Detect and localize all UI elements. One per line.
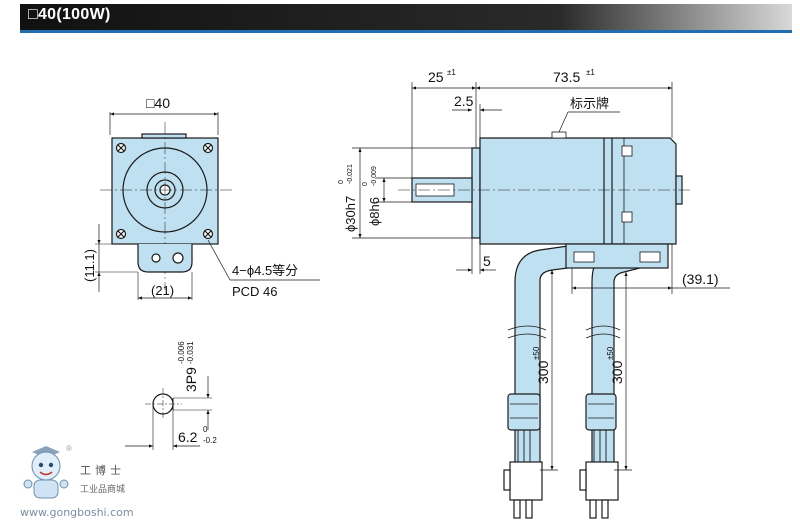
- svg-text:-0.031: -0.031: [186, 341, 195, 364]
- svg-text:-0.006: -0.006: [177, 341, 186, 364]
- cable-len-label-1: 300 ±50: [532, 346, 551, 384]
- svg-text:3P9: 3P9: [183, 367, 199, 392]
- dim-39-label: (39.1): [682, 271, 719, 287]
- holes-label: 4−ϕ4.5等分: [232, 263, 298, 278]
- svg-text:-0.009: -0.009: [371, 166, 378, 186]
- svg-text:ϕ30h7: ϕ30h7: [343, 196, 358, 232]
- width-tol-lower: -0.2: [203, 436, 217, 445]
- nameplate-label: 标示牌: [570, 96, 609, 111]
- svg-text:±50: ±50: [532, 346, 541, 360]
- dim-2-5-label: 2.5: [454, 93, 474, 109]
- width-label: 6.2: [178, 429, 198, 445]
- cables: [507, 245, 641, 471]
- cable-len-label-2: 300 ±50: [606, 346, 625, 384]
- mounting-holes: [115, 142, 214, 240]
- dim-25-label: 25: [428, 69, 444, 85]
- svg-text:-0.021: -0.021: [347, 164, 354, 184]
- nameplate: [551, 131, 567, 139]
- cable-connectors: [503, 461, 619, 519]
- mascot-icon: [23, 446, 69, 499]
- dim-25-tol: ±1: [447, 68, 456, 77]
- width-tol-upper: 0: [203, 425, 208, 434]
- side-view: [411, 131, 683, 519]
- watermark-sub: 工业品商城: [80, 485, 126, 495]
- dim-5-label: 5: [483, 253, 491, 269]
- watermark-logo: ® 工博士 工业品商城 www.gongboshi.com: [18, 444, 158, 528]
- wire-leads: [517, 430, 607, 462]
- front-view: [95, 112, 320, 300]
- svg-text:0: 0: [362, 182, 369, 186]
- watermark-brand: 工博士: [80, 464, 125, 477]
- dim-11-label: (11.1): [82, 249, 97, 282]
- side-dims: [352, 82, 730, 471]
- watermark-url: www.gongboshi.com: [20, 506, 134, 519]
- header-accent-line: [20, 30, 792, 33]
- dim-square-label: □40: [146, 95, 170, 111]
- pcd-label: PCD 46: [232, 284, 278, 299]
- page-title: □40(100W): [28, 6, 111, 23]
- phi8-label: ϕ8h6 0 -0.009: [362, 166, 382, 226]
- svg-text:0: 0: [338, 180, 345, 184]
- page-header: □40(100W): [20, 4, 792, 33]
- dim-21-label: (21): [151, 283, 174, 298]
- registered-mark: ®: [66, 444, 72, 453]
- shaft-section: [125, 376, 212, 450]
- svg-text:ϕ8h6: ϕ8h6: [367, 197, 382, 226]
- motor-body: [479, 137, 677, 245]
- svg-text:300: 300: [609, 360, 625, 384]
- svg-text:±50: ±50: [606, 346, 615, 360]
- svg-text:300: 300: [535, 360, 551, 384]
- phi30-label: ϕ30h7 0 -0.021: [338, 164, 358, 232]
- dim-73-tol: ±1: [586, 68, 595, 77]
- dim-73-label: 73.5: [553, 69, 580, 85]
- key-dim-label: 3P9 -0.006 -0.031: [177, 341, 199, 392]
